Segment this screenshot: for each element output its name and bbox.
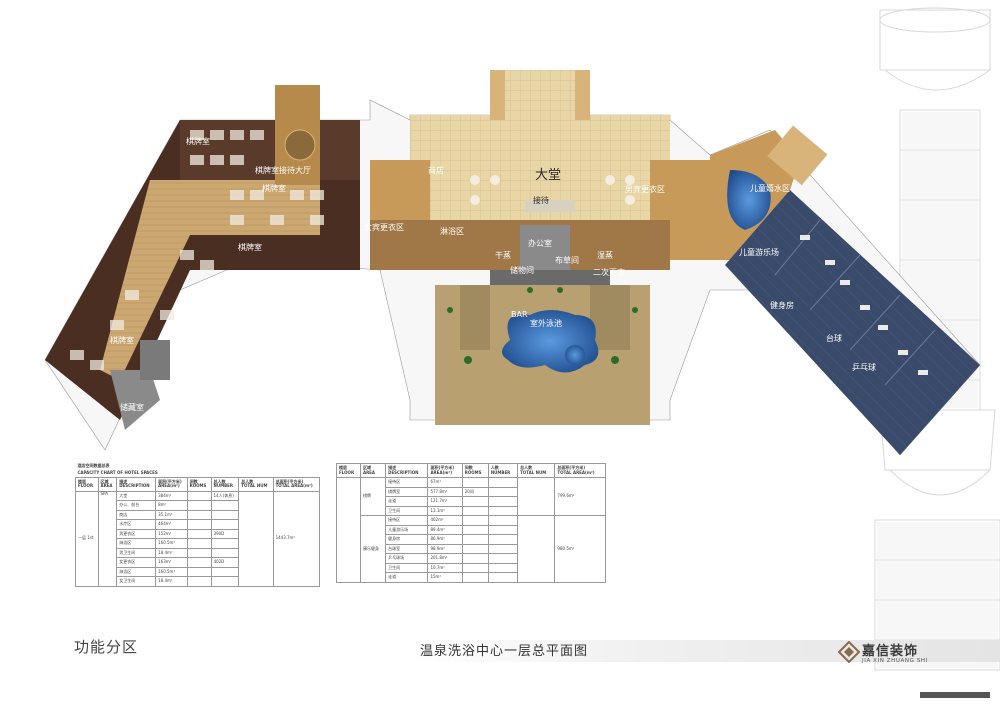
table1-caption-en: CAPACITY CHART OF HOTEL SPACES [77,470,158,475]
company-name-cn: 嘉信装饰 [862,644,919,659]
label-wet: 湿蒸 [597,251,613,260]
label-female-change: 女宾更衣区 [364,223,404,232]
company-name-en: JIA XIN ZHUANG SHI [862,658,928,664]
label-chess-room-2: 棋牌室 [262,184,286,193]
label-storage: 储藏室 [120,403,144,412]
table1-total-area: 1443.7m² [272,490,321,587]
label-lobby: 大堂 [535,168,562,183]
label-chess-room-3: 棋牌室 [238,243,262,252]
label-room-a: 储物间 [510,266,534,275]
table2-group1-total: 799.6m² [554,477,606,516]
table1-caption-cn: 酒店空间数据总表 [77,463,110,469]
label-room-b: 布草间 [555,256,579,265]
label-leisure-hall: 棋牌室接待大厅 [255,166,311,175]
table2-header-total-area: 总面积(平方米)TOTAL AREA(m²) [554,463,606,478]
floor-plan [44,70,981,456]
label-second-change: 二次更衣 [593,268,625,277]
left-wing [45,85,360,430]
label-pingpong: 乒乓球 [852,363,876,372]
label-bar: BAR [511,310,528,319]
label-bath: 淋浴区 [440,227,464,236]
table2-group1-area: 棋牌 [359,477,387,516]
capacity-table-1: 酒店空间数据总表 CAPACITY CHART OF HOTEL SPACES … [75,463,321,587]
right-wing [710,125,980,455]
table2-group2-area: 康乐健身 [359,515,387,583]
label-gym: 健身房 [770,301,794,310]
label-shop: 商店 [428,166,444,175]
label-male-change: 男宾更衣区 [625,185,665,194]
label-chess-room-1: 棋牌室 [186,137,210,146]
table1-floor: 一层 1st [75,490,99,587]
label-billiards: 台球 [826,334,842,343]
table1-area: SPA [97,490,118,587]
plan-title: 温泉洗浴中心一层总平面图 [420,644,589,659]
company-logo-icon [838,641,860,663]
center-block [370,70,710,425]
bottom-watermark-bar [920,692,990,698]
label-kids-area: 儿童嬉水区 [750,184,790,193]
table1-header-total-area: 总面积(平方米)TOTAL AREA(m²) [272,476,321,492]
table2-header-sqm: 面积(平方米)AREA(m²) [427,463,463,478]
zone-label: 功能分区 [74,638,139,656]
label-outdoor-pool: 室外泳池 [530,319,562,328]
table2-group2-total: 980.5m² [554,515,606,583]
label-office: 办公室 [528,239,552,248]
label-reception: 接待 [533,196,549,205]
label-kids-play: 儿童游乐场 [739,248,779,257]
table1-header-sqm: 面积(平方米)AREA(m²) [155,476,188,492]
label-dry: 干蒸 [495,251,511,260]
label-chess-room-4: 棋牌室 [110,336,134,345]
